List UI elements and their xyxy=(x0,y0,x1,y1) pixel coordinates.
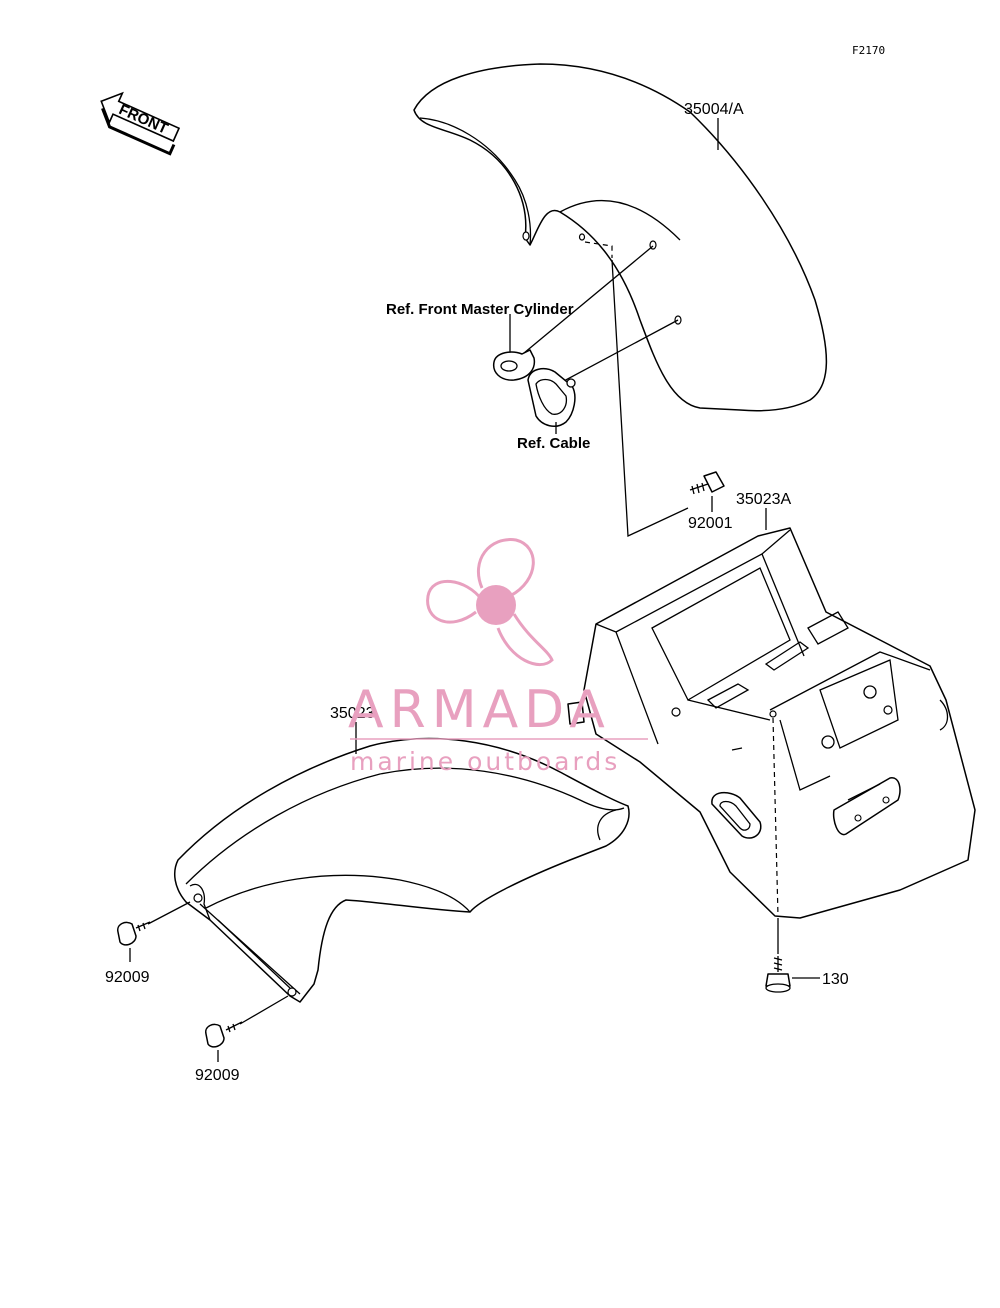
part-label-bolt-92001: 92001 xyxy=(688,515,733,532)
screw-icon xyxy=(205,1021,243,1048)
cable-guide xyxy=(527,367,576,428)
ref-master-cylinder: Ref. Front Master Cylinder xyxy=(386,301,574,318)
watermark-logo: ARMADA marine outboards xyxy=(348,538,648,776)
part-label-bolt-130: 130 xyxy=(822,971,849,988)
part-label-front-fender: 35004/A xyxy=(684,101,744,118)
rear-flap xyxy=(173,737,630,1003)
leader-line xyxy=(561,319,679,383)
part-label-screw-92009-bottom: 92009 xyxy=(195,1067,240,1084)
propeller-icon xyxy=(426,538,554,666)
alignment-line xyxy=(584,241,613,258)
rear-fender xyxy=(567,527,976,919)
part-label-screw-92009-left: 92009 xyxy=(105,969,150,986)
part-label-rear-fender: 35023A xyxy=(736,491,791,508)
leader-line xyxy=(239,995,289,1025)
front-arrow-icon: FRONT xyxy=(100,91,181,156)
leader-line xyxy=(517,245,654,359)
leader-line xyxy=(147,901,191,925)
watermark-subtitle: marine outboards xyxy=(350,747,620,776)
part-label-rear-flap: 35023 xyxy=(330,705,375,722)
bolt-icon xyxy=(689,471,725,495)
figure-code: F2170 xyxy=(852,44,885,57)
master-cylinder-bracket xyxy=(492,349,536,381)
ref-cable: Ref. Cable xyxy=(517,435,590,452)
bolt-icon xyxy=(765,956,791,993)
screw-icon xyxy=(117,921,151,946)
alignment-line xyxy=(772,717,779,917)
front-fender xyxy=(413,63,828,412)
watermark-title: ARMADA xyxy=(348,680,611,740)
